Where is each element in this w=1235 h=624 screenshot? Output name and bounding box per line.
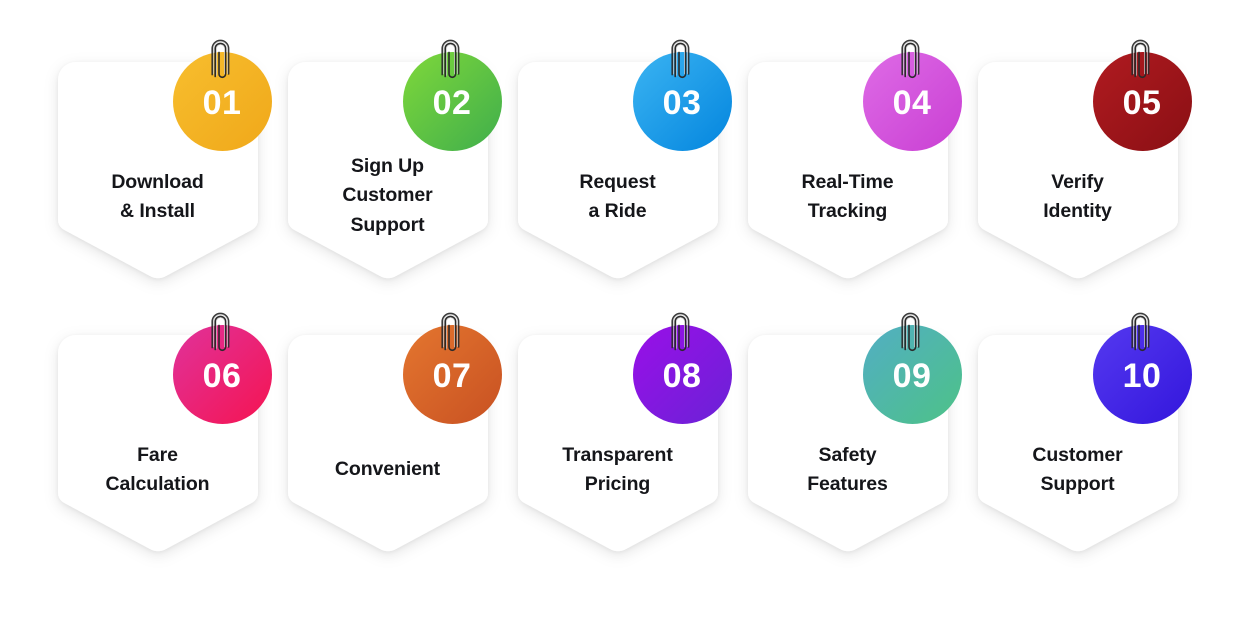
step-label: Transparent Pricing (562, 444, 673, 496)
step-number-badge[interactable]: 08 (632, 325, 732, 424)
step-card-03[interactable]: Request a Ride 03 (517, 39, 732, 294)
step-card-07[interactable]: Convenient 07 (287, 312, 502, 567)
step-label: Download & Install (111, 171, 204, 223)
step-label: Verify Identity (1043, 171, 1112, 223)
step-number: 06 (202, 356, 242, 395)
step-number: 01 (202, 83, 242, 122)
step-label: Request a Ride (579, 171, 656, 223)
step-card-04[interactable]: Real-Time Tracking 04 (747, 39, 962, 294)
step-number-badge[interactable]: 07 (402, 325, 502, 424)
step-number-badge[interactable]: 03 (632, 52, 732, 151)
step-label: Sign Up Customer Support (342, 155, 433, 236)
step-label: Safety Features (807, 444, 888, 496)
step-label: Real-Time Tracking (801, 171, 894, 223)
step-number: 09 (892, 356, 932, 395)
step-number-badge[interactable]: 06 (172, 325, 272, 424)
step-label: Convenient (334, 458, 441, 480)
step-number-badge[interactable]: 02 (402, 52, 502, 151)
step-card-02[interactable]: Sign Up Customer Support 02 (287, 39, 502, 294)
step-card-08[interactable]: Transparent Pricing 08 (517, 312, 732, 567)
step-number-badge[interactable]: 09 (862, 325, 962, 424)
step-number-badge[interactable]: 01 (172, 52, 272, 151)
step-number: 05 (1122, 83, 1162, 122)
step-card-09[interactable]: Safety Features 09 (747, 312, 962, 567)
step-number-badge[interactable]: 10 (1092, 325, 1192, 424)
step-number: 08 (662, 356, 702, 395)
step-number: 03 (662, 83, 702, 122)
step-card-06[interactable]: Fare Calculation 06 (57, 312, 272, 567)
step-number-badge[interactable]: 05 (1092, 52, 1192, 151)
step-number: 02 (432, 83, 472, 122)
step-card-10[interactable]: Customer Support 10 (977, 312, 1192, 567)
step-label: Fare Calculation (105, 444, 210, 496)
step-number: 04 (892, 83, 932, 122)
step-card-01[interactable]: Download & Install 01 (57, 39, 272, 294)
step-number: 07 (432, 356, 472, 395)
step-number-badge[interactable]: 04 (862, 52, 962, 151)
step-number: 10 (1122, 356, 1162, 395)
step-label: Customer Support (1032, 444, 1123, 496)
step-card-05[interactable]: Verify Identity 05 (977, 39, 1192, 294)
